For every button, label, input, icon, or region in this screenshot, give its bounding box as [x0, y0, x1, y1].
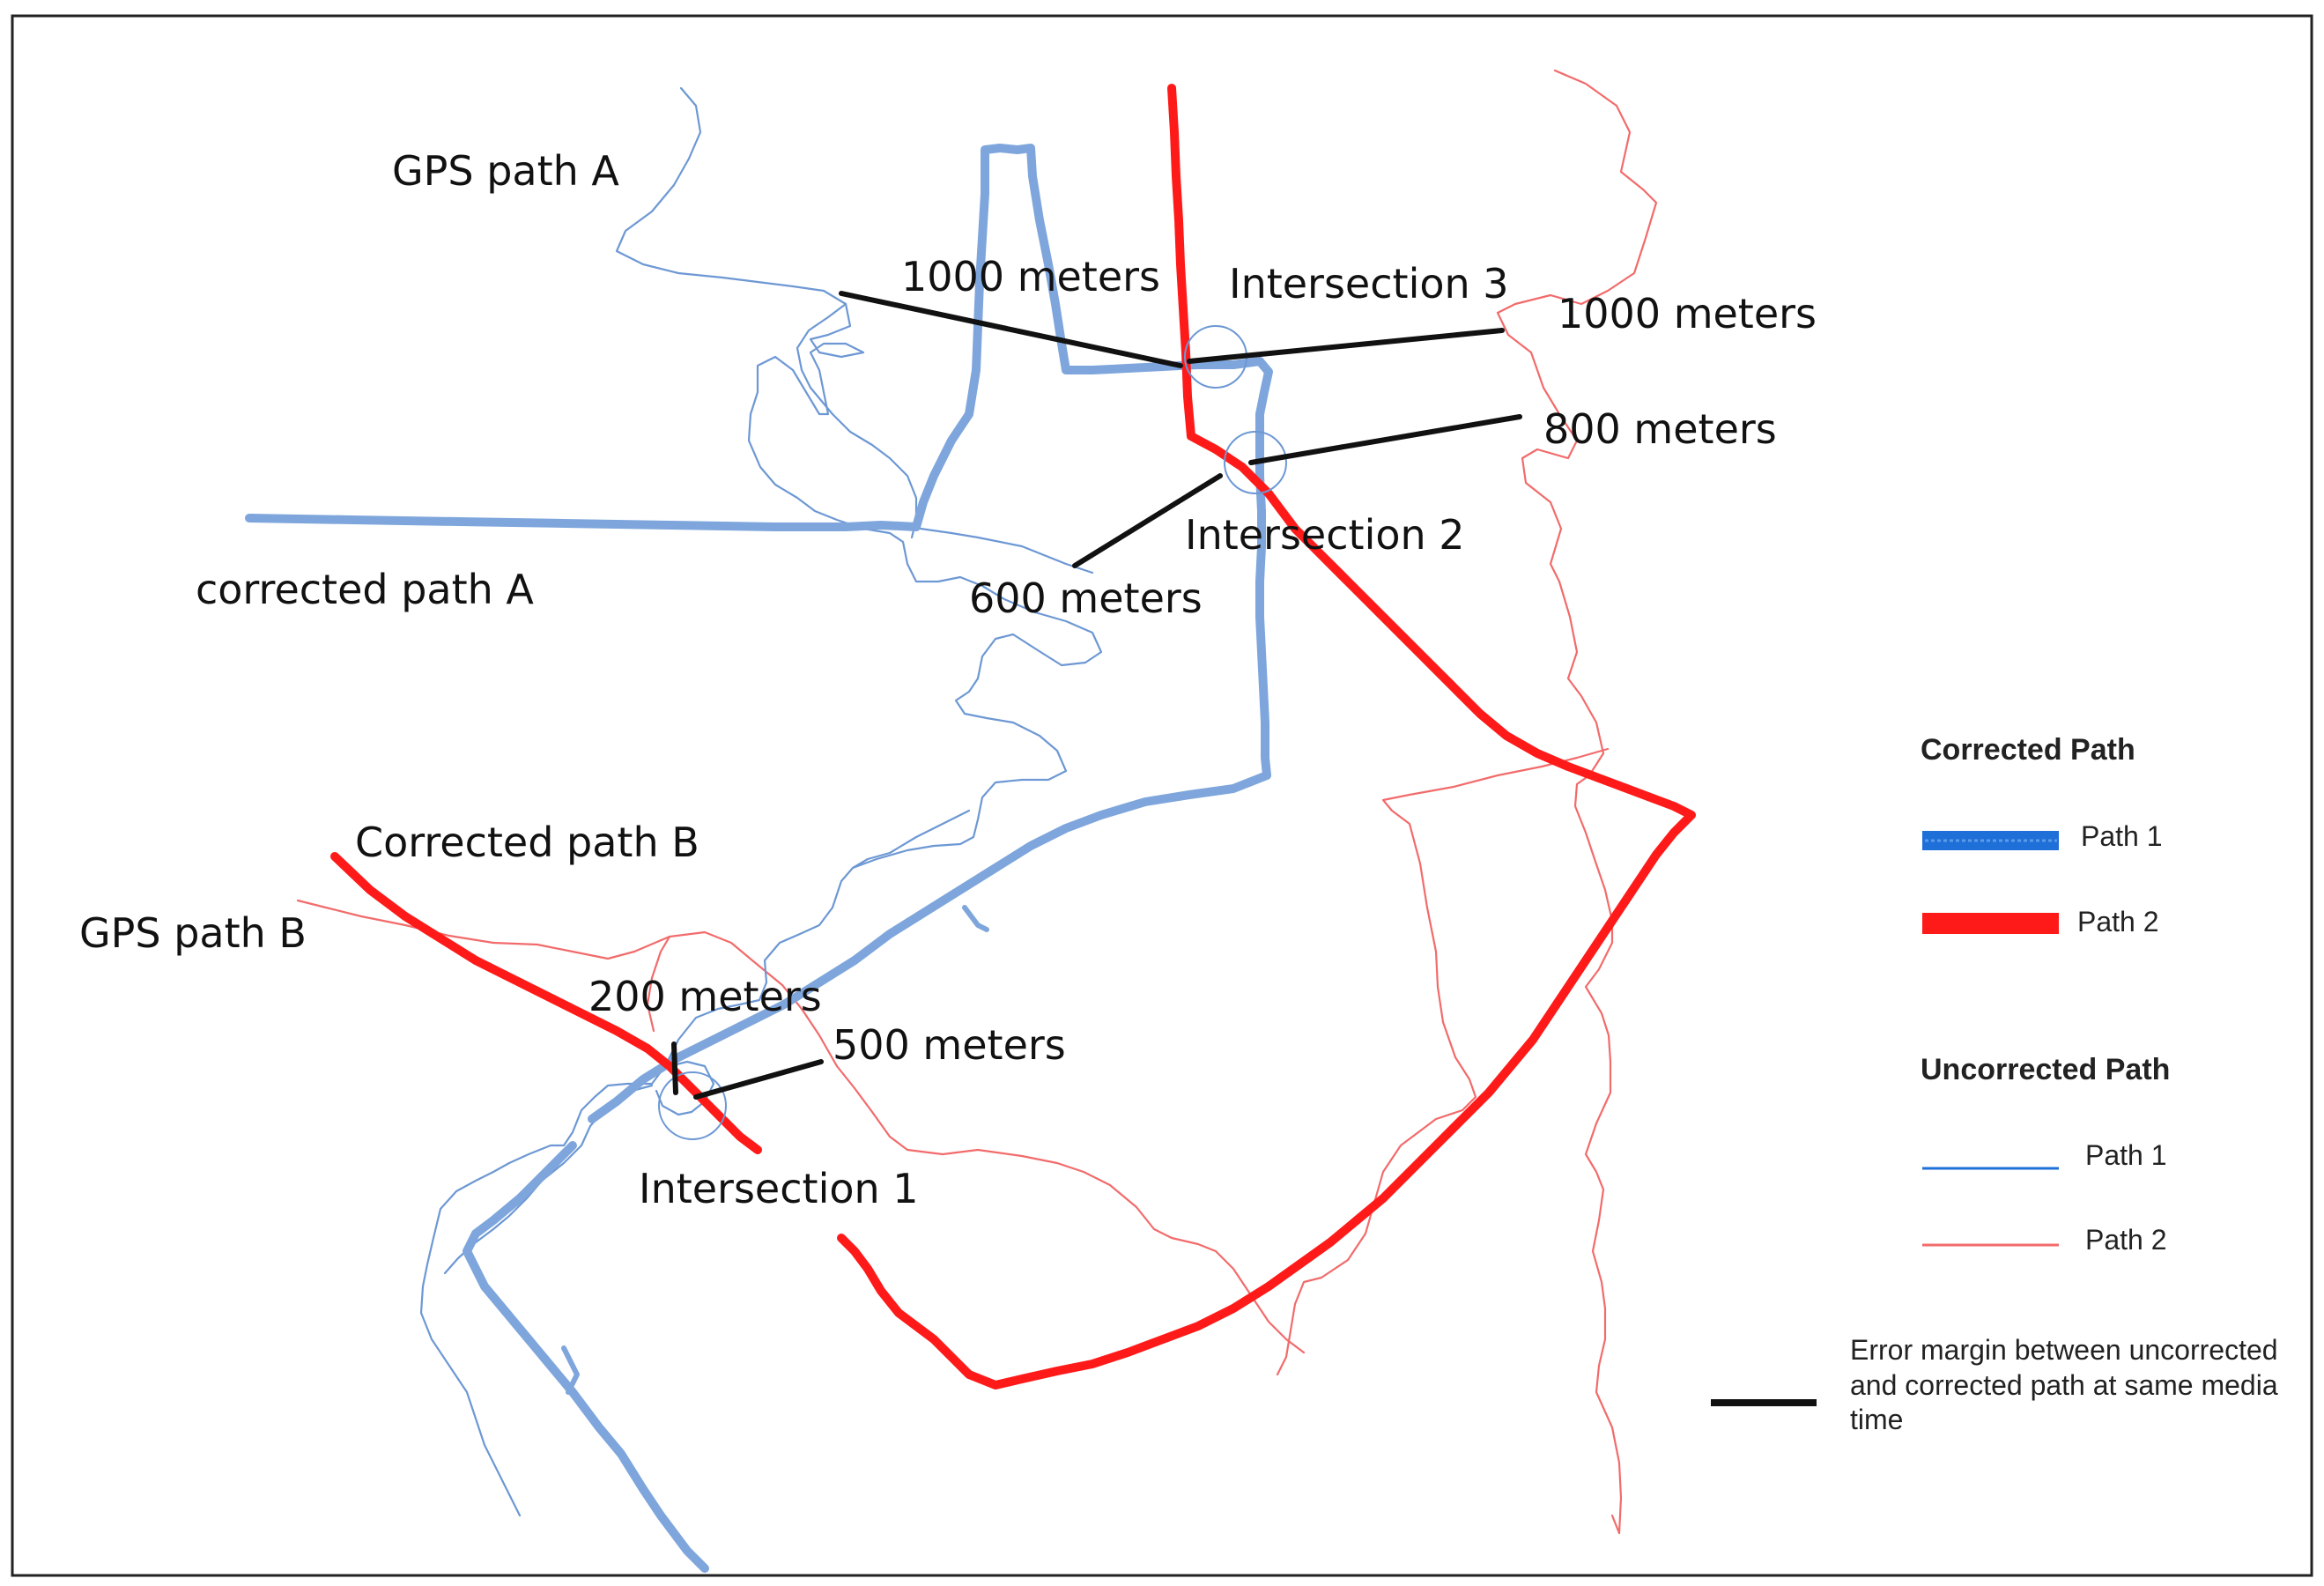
error-margin-lines: [671, 291, 1522, 1100]
legend-uncorrected-heading: Uncorrected Path: [1921, 1053, 2170, 1086]
label-intersection-1: Intersection 1: [639, 1165, 919, 1212]
legend-corrected-path-2-swatch: [1922, 913, 2059, 934]
diagram-labels: GPS path A corrected path A Corrected pa…: [79, 147, 1817, 1212]
legend-error-note-line-3: time: [1850, 1404, 1903, 1435]
error-line-500: [693, 1059, 824, 1100]
label-gps-path-a: GPS path A: [392, 147, 619, 195]
diagram-border: [11, 14, 2313, 1577]
legend-error-note-line-1: Error margin between uncorrected: [1850, 1334, 2278, 1366]
error-line-600: [1072, 473, 1223, 568]
label-500-meters: 500 meters: [833, 1021, 1066, 1069]
intersection-2-circle: [1224, 431, 1287, 494]
legend-corrected-heading: Corrected Path: [1921, 733, 2135, 767]
legend: Corrected Path Path 1 Path 2 Uncorrected…: [1711, 733, 2278, 1435]
label-600-meters: 600 meters: [969, 574, 1203, 622]
label-corrected-path-a: corrected path A: [196, 566, 534, 613]
label-gps-path-b: GPS path B: [79, 909, 307, 957]
corrected-path-2: [330, 84, 1696, 1390]
label-200-meters: 200 meters: [588, 973, 822, 1020]
legend-error-note-line-2: and corrected path at same media: [1850, 1369, 2278, 1401]
uncorrected-path-1: [419, 86, 1103, 1517]
legend-corrected-path-1-label: Path 1: [2081, 820, 2163, 852]
label-intersection-2: Intersection 2: [1185, 511, 1465, 559]
legend-corrected-path-2-label: Path 2: [2077, 906, 2159, 938]
corrected-path-1: [245, 144, 1273, 1573]
error-line-200: [671, 1041, 678, 1095]
intersection-1-circle: [658, 1071, 727, 1140]
error-line-800: [1248, 414, 1522, 465]
legend-uncorrected-path-1-label: Path 1: [2085, 1139, 2167, 1171]
error-line-1000-right: [1187, 328, 1505, 364]
label-intersection-3: Intersection 3: [1229, 260, 1509, 308]
label-corrected-path-b: Corrected path B: [355, 819, 699, 866]
label-800-meters: 800 meters: [1543, 405, 1777, 453]
uncorrected-path-2: [296, 69, 1658, 1535]
label-1000-meters-right: 1000 meters: [1558, 290, 1817, 337]
legend-uncorrected-path-2-label: Path 2: [2085, 1224, 2167, 1256]
legend-corrected-path-1-swatch: [1922, 831, 2059, 850]
label-1000-meters-left: 1000 meters: [901, 253, 1160, 300]
error-line-1000-left: [839, 291, 1183, 368]
